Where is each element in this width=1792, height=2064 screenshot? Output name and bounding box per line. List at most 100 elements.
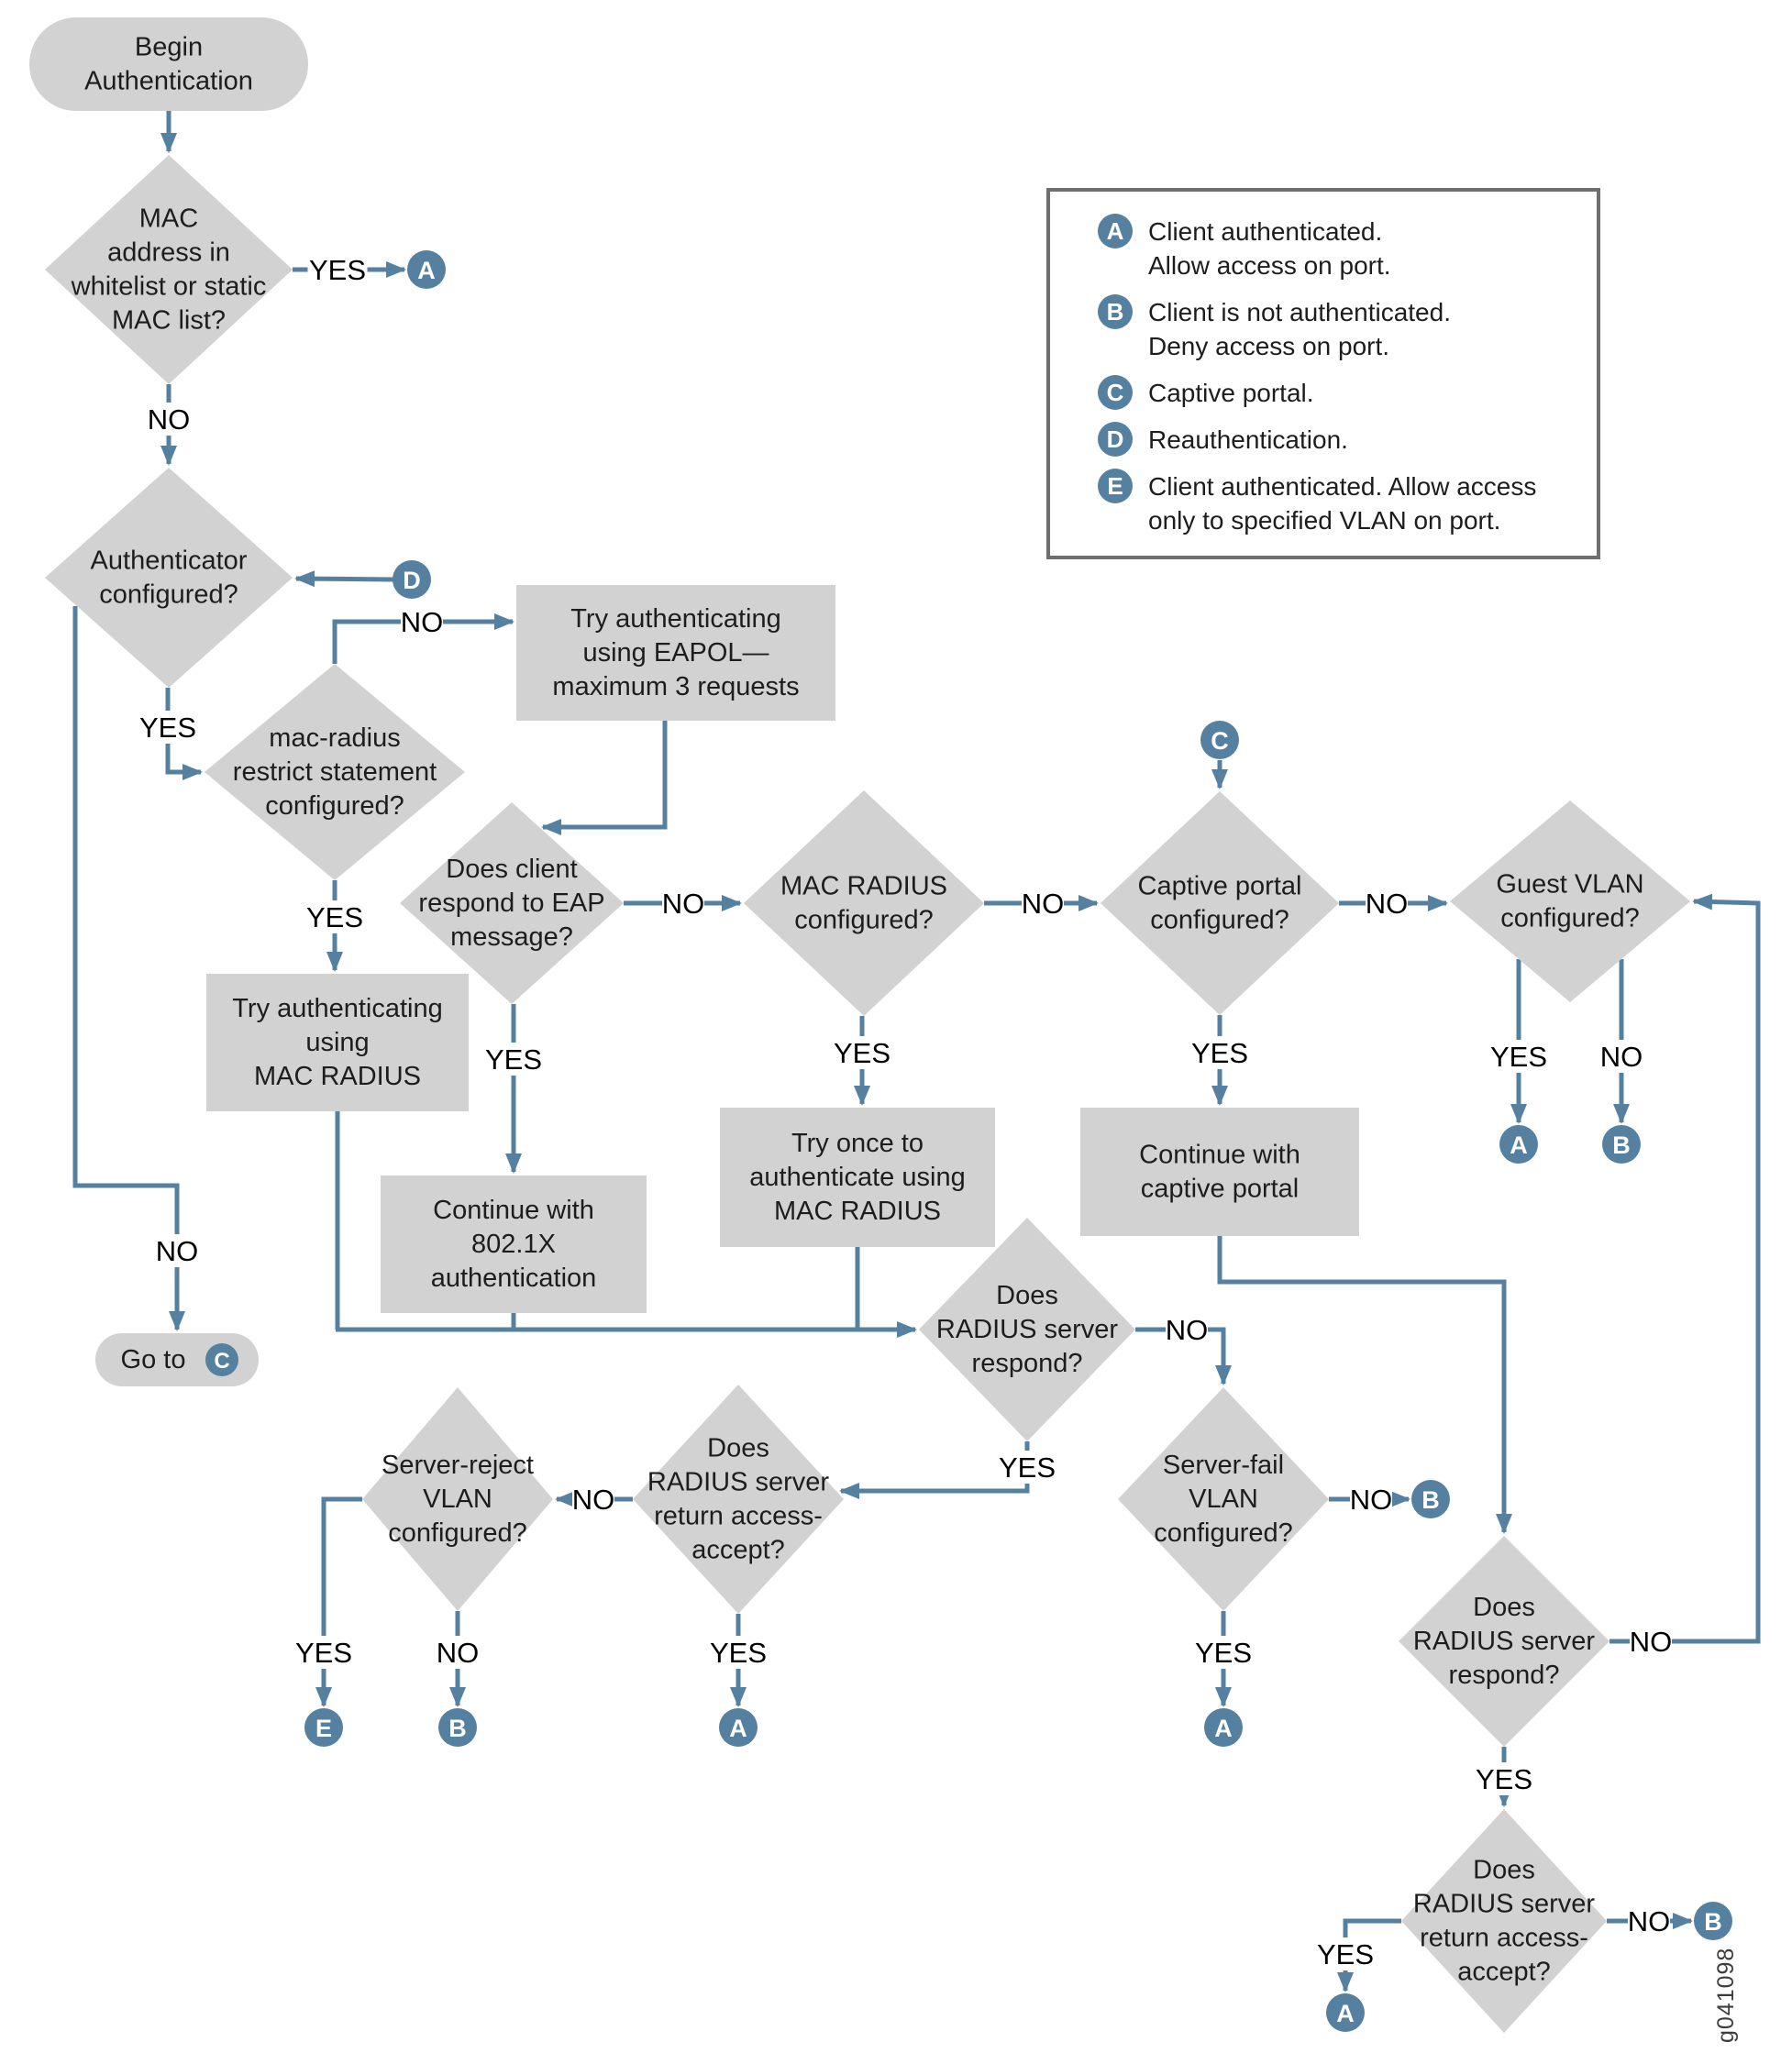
legend-box: A Client authenticated. Allow access on …	[1046, 188, 1600, 559]
legend-e-circle-icon: E	[1098, 469, 1133, 503]
connector-a-mac-icon: A	[407, 250, 446, 289]
edge-label-yes-0: YES	[307, 253, 368, 286]
radius-respond-check-2-shape	[1399, 1536, 1609, 1747]
edge-label-yes-24: YES	[1315, 1937, 1376, 1970]
svg-text:A: A	[1510, 1131, 1528, 1159]
radius-accept-check-1-shape	[633, 1385, 844, 1614]
svg-text:E: E	[315, 1715, 332, 1742]
legend-b-line1: Client is not authenticated.	[1148, 298, 1451, 326]
svg-text:YES: YES	[309, 254, 366, 286]
svg-text:NO: NO	[148, 403, 191, 436]
svg-text:YES: YES	[834, 1037, 890, 1069]
svg-text:NO: NO	[437, 1637, 480, 1669]
begin-shape	[29, 17, 308, 111]
legend-a-line2: Allow access on port.	[1148, 251, 1391, 280]
connector-b-fail-circle	[1411, 1480, 1450, 1518]
svg-text:B: B	[1421, 1486, 1440, 1514]
edge-label-yes-7: YES	[483, 1043, 544, 1076]
svg-text:NO: NO	[662, 888, 705, 920]
svg-text:NO: NO	[156, 1235, 199, 1267]
edge-label-yes-12: YES	[1488, 1040, 1549, 1073]
connector-d-reauth-circle	[393, 560, 431, 599]
connector-a-fail-icon: A	[1204, 1708, 1243, 1747]
connector-b-reject-circle	[438, 1708, 477, 1747]
edge-restrict-no-to-eapol	[332, 613, 514, 664]
legend-c-circle-icon: C	[1098, 375, 1133, 410]
connector-d-reauth-icon: D	[393, 560, 431, 599]
mac-list-check-shape	[45, 155, 293, 384]
legend-item-b: B Client is not authenticated. Deny acce…	[1098, 294, 1578, 363]
svg-text:A: A	[1336, 2000, 1355, 2027]
server-reject-vlan-check-shape	[362, 1387, 553, 1611]
edge-label-yes-2: YES	[138, 711, 198, 744]
svg-text:YES: YES	[139, 712, 196, 744]
continue-captive-portal-shape	[1080, 1108, 1359, 1236]
legend-a-line1: Client authenticated.	[1148, 217, 1383, 246]
svg-text:C: C	[1211, 727, 1229, 755]
edge-label-no-13: NO	[1600, 1040, 1643, 1073]
edge-label-yes-9: YES	[832, 1036, 892, 1069]
svg-text:YES: YES	[1476, 1763, 1532, 1795]
legend-e-line1: Client authenticated. Allow access	[1148, 472, 1537, 501]
radius-accept-check-2-shape	[1401, 1809, 1607, 2033]
edge-continuecaptive-to-radiusrespond2	[1217, 1236, 1512, 1534]
connector-a-fail-circle	[1204, 1708, 1243, 1747]
svg-text:NO: NO	[1166, 1314, 1209, 1346]
legend-item-c: C Captive portal.	[1098, 375, 1578, 410]
svg-text:A: A	[417, 257, 436, 284]
edge-label-no-25: NO	[1628, 1904, 1670, 1937]
try-eapol-shape	[516, 585, 835, 721]
edge-serverreject-yes-to-e	[315, 1496, 362, 1707]
try-mac-radius-shape	[206, 974, 469, 1111]
svg-text:YES: YES	[1317, 1938, 1374, 1970]
captive-portal-check-shape	[1101, 791, 1339, 1015]
edge-label-yes-17: YES	[708, 1636, 769, 1669]
edge-label-yes-11: YES	[1189, 1036, 1250, 1069]
svg-text:YES: YES	[710, 1637, 767, 1669]
edge-label-no-19: NO	[437, 1636, 480, 1669]
connector-a-guest-icon: A	[1499, 1125, 1538, 1164]
svg-text:NO: NO	[1366, 888, 1409, 920]
connector-a-mac-circle	[407, 250, 446, 289]
svg-text:Go to: Go to	[121, 1345, 186, 1374]
authenticator-check-shape	[45, 468, 293, 688]
try-once-mac-radius-shape	[720, 1108, 995, 1247]
svg-text:NO: NO	[1350, 1484, 1393, 1516]
legend-d-line1: Reauthentication.	[1148, 425, 1348, 454]
svg-text:YES: YES	[1490, 1041, 1547, 1073]
edge-label-no-22: NO	[1630, 1625, 1672, 1658]
svg-text:NO: NO	[1600, 1041, 1643, 1073]
svg-text:YES: YES	[1191, 1037, 1248, 1069]
edge-label-no-1: NO	[148, 403, 191, 436]
edge-label-no-6: NO	[662, 887, 705, 920]
edge-eapol-to-eapresponse	[541, 721, 668, 835]
mac-radius-configured-check-shape	[744, 790, 984, 1016]
edge-radiusrespond1-no-to-serverfail	[1135, 1327, 1232, 1385]
